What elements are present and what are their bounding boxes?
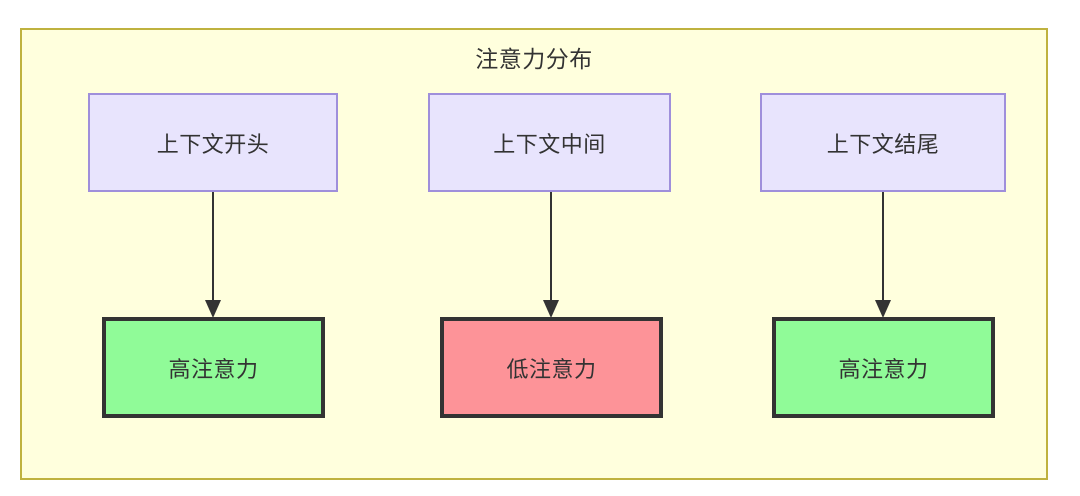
node-high-attention-start[interactable]: 高注意力 — [102, 317, 325, 418]
node-high-attention-start-label: 高注意力 — [168, 356, 259, 382]
node-context-end[interactable]: 上下文结尾 — [760, 93, 1006, 192]
node-context-end-label: 上下文结尾 — [826, 131, 940, 157]
node-high-attention-end-label: 高注意力 — [838, 356, 929, 382]
node-context-middle-label: 上下文中间 — [493, 131, 606, 157]
node-context-start[interactable]: 上下文开头 — [88, 93, 338, 192]
subgraph-title: 注意力分布 — [475, 46, 593, 72]
node-high-attention-end[interactable]: 高注意力 — [772, 317, 995, 418]
node-context-middle[interactable]: 上下文中间 — [428, 93, 671, 192]
node-low-attention-middle[interactable]: 低注意力 — [440, 317, 663, 418]
node-low-attention-middle-label: 低注意力 — [506, 356, 597, 382]
node-context-start-label: 上下文开头 — [156, 131, 270, 157]
